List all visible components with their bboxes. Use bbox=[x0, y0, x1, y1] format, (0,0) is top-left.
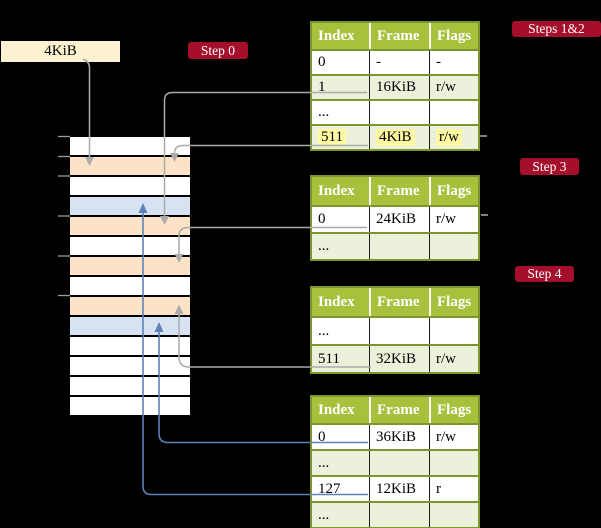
page-table-steps-1-2-row-2: ... bbox=[312, 99, 478, 124]
header-cell-index: Index bbox=[318, 293, 355, 310]
memory-frame-row-3-blue bbox=[70, 195, 190, 215]
table-cell: - bbox=[429, 51, 478, 74]
table-cell: 511 bbox=[312, 126, 369, 149]
highlighted-value: r/w bbox=[436, 129, 462, 146]
memory-frame-row-9-blue bbox=[70, 315, 190, 335]
table-cell: - bbox=[369, 51, 429, 74]
header-cell-flags: Flags bbox=[429, 397, 478, 423]
memory-frame-row-11-white bbox=[70, 355, 190, 375]
memory-frame-row-12-white bbox=[70, 375, 190, 395]
memory-frame-row-8-peach bbox=[70, 295, 190, 315]
header-cell-frame: Frame bbox=[369, 23, 429, 49]
steps-1-2-label: Steps 1&2 bbox=[512, 21, 601, 37]
header-cell-index: Index bbox=[318, 401, 355, 418]
table-cell: ... bbox=[318, 506, 330, 523]
page-table-step-4-row-0: ... bbox=[312, 316, 478, 344]
table-cell: r/w bbox=[429, 425, 478, 449]
header-cell-frame: Frame bbox=[369, 177, 429, 205]
table-cell: 0 bbox=[318, 54, 326, 70]
highlighted-value: 511 bbox=[318, 129, 346, 146]
memory-frame-row-4-peach bbox=[70, 215, 190, 235]
memory-frame-row-0-white bbox=[70, 137, 190, 155]
table-cell: ... bbox=[318, 454, 330, 471]
table-cell bbox=[429, 234, 478, 259]
header-cell-flags: Flags bbox=[429, 23, 478, 49]
table-cell: ... bbox=[318, 322, 330, 339]
table-cell: 127 bbox=[318, 480, 341, 497]
table-cell bbox=[369, 318, 429, 344]
physical-memory-stack bbox=[70, 137, 190, 415]
table-cell: ... bbox=[318, 104, 330, 120]
table-cell: 0 bbox=[318, 428, 326, 445]
table-cell: r/w bbox=[429, 126, 478, 149]
table-cell bbox=[369, 234, 429, 259]
page-table-steps-1-2-row-0: 0 -- bbox=[312, 49, 478, 74]
table-cell bbox=[429, 318, 478, 344]
table-cell: 511 bbox=[318, 350, 340, 367]
table-cell bbox=[429, 503, 478, 527]
table-cell: 1 bbox=[318, 79, 326, 95]
memory-frame-row-6-peach bbox=[70, 255, 190, 275]
stack-tick-marks bbox=[58, 135, 70, 297]
memory-frame-row-2-white bbox=[70, 175, 190, 195]
highlighted-value: 4KiB bbox=[376, 129, 415, 146]
step-0-label: Step 0 bbox=[188, 42, 248, 59]
memory-frame-row-1-peach bbox=[70, 155, 190, 175]
table-cell: 4KiB bbox=[369, 126, 429, 149]
step-3-label: Step 3 bbox=[520, 158, 579, 175]
table-cell: r/w bbox=[429, 76, 478, 99]
table-cell: 16KiB bbox=[369, 76, 429, 99]
header-cell-flags: Flags bbox=[429, 177, 478, 205]
table-cell: r/w bbox=[429, 346, 478, 372]
header-cell-index: Index bbox=[318, 182, 355, 199]
header-cell-index: Index bbox=[318, 27, 355, 44]
page-table-final-row-1: ... bbox=[312, 449, 478, 475]
header-cell-frame: Frame bbox=[369, 288, 429, 316]
memory-frame-row-7-white bbox=[70, 275, 190, 295]
page-table-step-3-row-1: ... bbox=[312, 232, 478, 259]
memory-frame-row-13-white bbox=[70, 395, 190, 415]
table-cell: 24KiB bbox=[369, 207, 429, 232]
step-4-label: Step 4 bbox=[515, 266, 574, 282]
table-cell: r bbox=[429, 477, 478, 501]
header-cell-frame: Frame bbox=[369, 397, 429, 423]
table-cell bbox=[429, 451, 478, 475]
table-cell bbox=[369, 451, 429, 475]
page-table-base-box: 4KiB bbox=[1, 41, 120, 62]
table-cell: 12KiB bbox=[369, 477, 429, 501]
page-table-steps-1-2-row-3: 511 4KiB r/w bbox=[312, 124, 478, 149]
table-cell bbox=[369, 101, 429, 124]
page-table-final-row-3: ... bbox=[312, 501, 478, 527]
header-cell-flags: Flags bbox=[429, 288, 478, 316]
table-cell bbox=[369, 503, 429, 527]
table-cell: r/w bbox=[429, 207, 478, 232]
memory-frame-row-5-white bbox=[70, 235, 190, 255]
table-cell: ... bbox=[318, 238, 330, 254]
memory-frame-row-10-white bbox=[70, 335, 190, 355]
table-cell: 32KiB bbox=[369, 346, 429, 372]
table-cell: 0 bbox=[318, 211, 326, 227]
table-cell: 36KiB bbox=[369, 425, 429, 449]
table-cell bbox=[429, 101, 478, 124]
